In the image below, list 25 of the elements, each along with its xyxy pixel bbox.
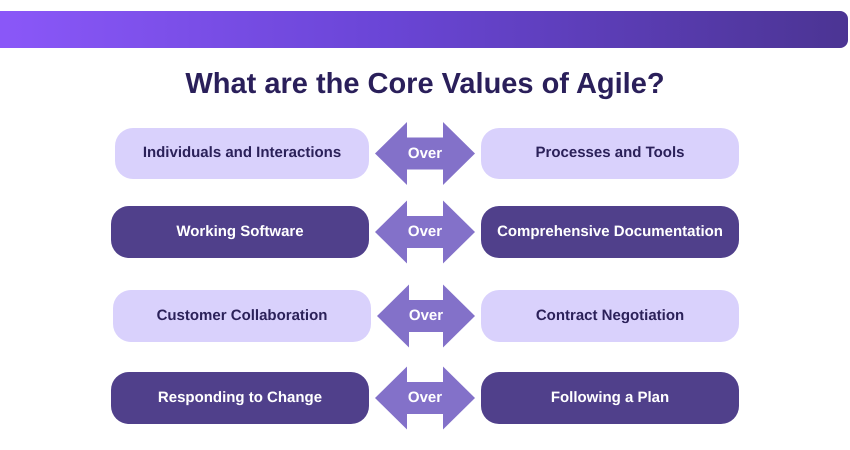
rounded-box	[113, 290, 371, 342]
rounded-box	[481, 206, 739, 258]
edge-label: Over	[408, 223, 442, 241]
value-text: Processes and Tools	[536, 144, 684, 163]
rounded-box	[481, 290, 739, 342]
edge-label: Over	[408, 144, 442, 162]
edge-label: Over	[408, 307, 444, 325]
double-arrow	[375, 366, 475, 430]
double-arrow	[377, 284, 475, 348]
value-text: Individuals and Interactions	[142, 144, 342, 163]
double-arrow	[375, 200, 475, 264]
rounded-box	[481, 128, 739, 179]
value-text: Customer Collaboration	[156, 306, 328, 326]
rounded-box	[111, 372, 369, 424]
value-text: Following a Plan	[550, 388, 670, 408]
edge-label: Over	[408, 389, 442, 407]
rounded-box	[115, 128, 369, 179]
double-arrow	[375, 122, 475, 185]
value-text: Contract Negotiation	[536, 306, 684, 326]
title: What are the Core Values of Agile?	[184, 67, 666, 102]
value-text: Comprehensive Documentation	[497, 222, 723, 242]
rounded-box	[111, 206, 369, 258]
rounded-box	[481, 372, 739, 424]
value-text: Responding to Change	[158, 388, 322, 408]
value-text: Working Software	[176, 222, 304, 242]
